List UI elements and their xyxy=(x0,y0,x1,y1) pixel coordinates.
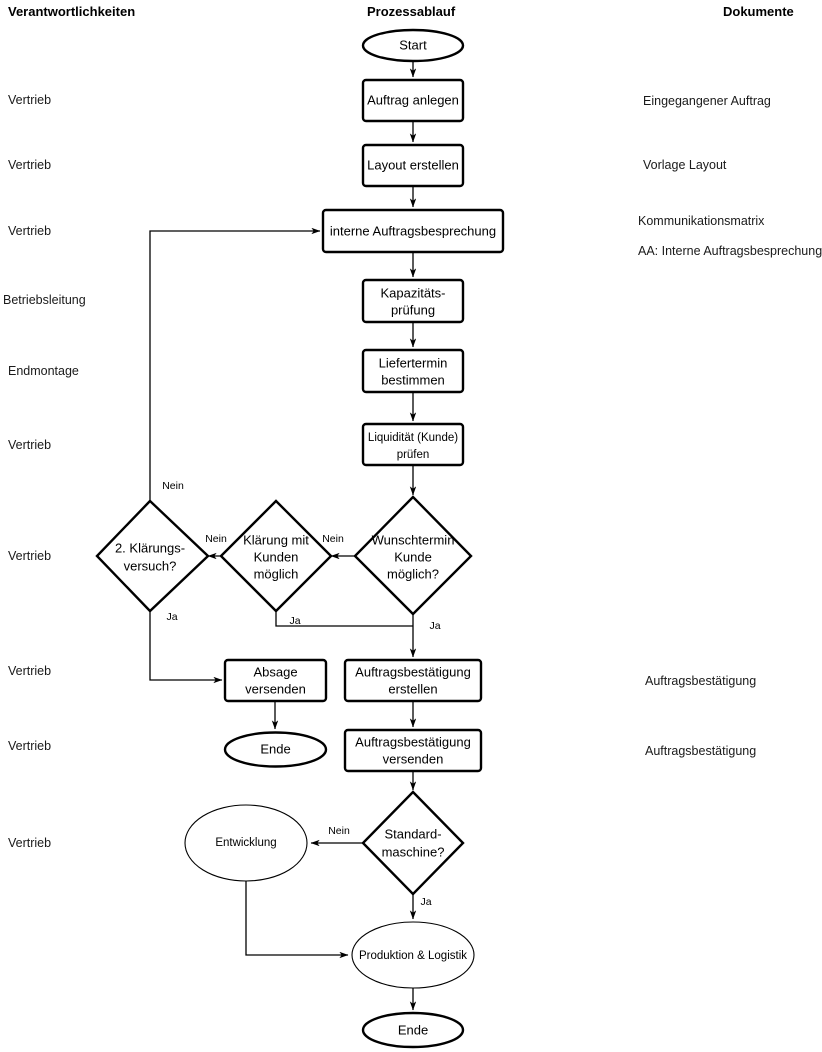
edge-label-ja-klaerung: Ja xyxy=(289,615,300,627)
responsibility-label-1: Vertrieb xyxy=(8,93,52,107)
responsibility-label-9: Vertrieb xyxy=(8,739,52,753)
responsibility-label-5: Endmontage xyxy=(8,364,79,378)
node-ab-erstellen-label-line2: erstellen xyxy=(388,681,437,696)
node-wunschtermin-label-line3: möglich? xyxy=(387,566,439,581)
edge-zweiterversuch-ja-to-absage xyxy=(149,611,223,684)
node-wunschtermin-label-line2: Kunde xyxy=(394,549,432,564)
node-auftragsbestaetigung-versenden[interactable]: Auftragsbestätigung versenden xyxy=(343,728,483,773)
column-header-process: Prozessablauf xyxy=(367,4,456,19)
node-layout-erstellen[interactable]: Layout erstellen xyxy=(361,143,465,188)
edge-zweiterversuch-nein-to-besprechung xyxy=(149,227,321,501)
node-wunschtermin-kunde-moeglich[interactable]: Wunschtermin Kunde möglich? xyxy=(353,495,473,616)
node-wunschtermin-label-line1: Wunschtermin xyxy=(372,532,455,547)
node-klaerung-mit-kunden-moeglich[interactable]: Klärung mit Kunden möglich xyxy=(219,499,333,613)
edge-label-nein-standardmaschine: Nein xyxy=(328,825,350,837)
node-standardmaschine[interactable]: Standard- maschine? xyxy=(361,790,465,896)
node-entwicklung[interactable]: Entwicklung xyxy=(184,804,308,882)
node-interne-auftragsbesprechung-label: interne Auftragsbesprechung xyxy=(330,223,496,238)
node-liquiditaet-pruefen-label-line1: Liquidität (Kunde) xyxy=(368,432,458,444)
node-interne-auftragsbesprechung[interactable]: interne Auftragsbesprechung xyxy=(321,208,505,254)
node-ab-erstellen-label-line1: Auftragsbestätigung xyxy=(355,664,471,679)
node-klaerung-label-line3: möglich xyxy=(254,566,299,581)
edge-label-ja-zweiterversuch: Ja xyxy=(166,611,177,623)
node-ab-versenden-label-line1: Auftragsbestätigung xyxy=(355,734,471,749)
node-standardmaschine-label-line2: maschine? xyxy=(382,844,445,859)
node-kapazitaetspruefung-label-line1: Kapazitäts- xyxy=(380,285,445,300)
node-auftrag-anlegen[interactable]: Auftrag anlegen xyxy=(361,78,465,123)
edge-label-nein-wunschtermin: Nein xyxy=(322,533,344,545)
node-ende-final[interactable]: Ende xyxy=(361,1011,465,1049)
edge-label-nein-klaerung: Nein xyxy=(205,533,227,545)
node-zweiter-klaerungsversuch-label-line2: versuch? xyxy=(124,558,177,573)
edge-label-ja-standardmaschine: Ja xyxy=(420,896,431,908)
node-klaerung-label-line2: Kunden xyxy=(254,549,299,564)
responsibility-label-10: Vertrieb xyxy=(8,836,52,850)
node-entwicklung-label: Entwicklung xyxy=(215,837,276,849)
node-produktion-logistik-label: Produktion & Logistik xyxy=(359,950,467,962)
node-auftrag-anlegen-label: Auftrag anlegen xyxy=(367,92,459,107)
node-absage-versenden[interactable]: Absage versenden xyxy=(223,658,328,703)
node-standardmaschine-label-line1: Standard- xyxy=(384,826,441,841)
node-ende-absage[interactable]: Ende xyxy=(223,731,328,768)
node-produktion-logistik[interactable]: Produktion & Logistik xyxy=(351,921,475,989)
document-label-6: Auftragsbestätigung xyxy=(645,744,757,758)
column-header-documents: Dokumente xyxy=(723,4,794,19)
column-header-responsibilities: Verantwortlichkeiten xyxy=(8,4,136,19)
node-start-label: Start xyxy=(399,37,427,52)
connector-layer xyxy=(149,61,417,1011)
edge-entwicklung-to-produktion xyxy=(245,881,349,959)
node-liquiditaet-pruefen-label-line2: prüfen xyxy=(397,449,430,461)
responsibility-label-2: Vertrieb xyxy=(8,158,52,172)
node-liefertermin-bestimmen-label-line2: bestimmen xyxy=(381,372,445,387)
node-absage-versenden-label-line1: Absage xyxy=(253,664,297,679)
document-label-2: Vorlage Layout xyxy=(643,158,727,172)
node-layout-erstellen-label: Layout erstellen xyxy=(367,157,459,172)
document-label-5: Auftragsbestätigung xyxy=(645,674,757,688)
responsibility-label-3: Vertrieb xyxy=(8,224,52,238)
document-label-1: Eingegangener Auftrag xyxy=(643,94,771,108)
responsibility-label-4: Betriebsleitung xyxy=(3,293,86,307)
node-ende-absage-label: Ende xyxy=(260,741,290,756)
node-liquiditaet-pruefen[interactable]: Liquidität (Kunde) prüfen xyxy=(361,422,465,467)
node-kapazitaetspruefung[interactable]: Kapazitäts- prüfung xyxy=(361,278,465,324)
node-liefertermin-bestimmen-label-line1: Liefertermin xyxy=(379,355,448,370)
edge-klaerung-ja-join xyxy=(275,611,413,627)
edge-label-nein-zweiterversuch: Nein xyxy=(162,480,184,492)
edge-label-ja-wunschtermin: Ja xyxy=(429,620,440,632)
node-ab-versenden-label-line2: versenden xyxy=(383,751,444,766)
responsibility-label-8: Vertrieb xyxy=(8,664,52,678)
node-klaerung-label-line1: Klärung mit xyxy=(243,532,309,547)
node-liefertermin-bestimmen[interactable]: Liefertermin bestimmen xyxy=(361,348,465,394)
node-kapazitaetspruefung-label-line2: prüfung xyxy=(391,302,435,317)
node-ende-final-label: Ende xyxy=(398,1022,428,1037)
document-label-3: Kommunikationsmatrix xyxy=(638,214,765,228)
node-auftragsbestaetigung-erstellen[interactable]: Auftragsbestätigung erstellen xyxy=(343,658,483,703)
node-start[interactable]: Start xyxy=(361,28,465,63)
responsibility-label-7: Vertrieb xyxy=(8,549,52,563)
node-zweiter-klaerungsversuch[interactable]: 2. Klärungs- versuch? xyxy=(95,499,210,613)
node-absage-versenden-label-line2: versenden xyxy=(245,681,306,696)
document-label-4: AA: Interne Auftragsbesprechung xyxy=(638,244,822,258)
node-zweiter-klaerungsversuch-label-line1: 2. Klärungs- xyxy=(115,540,185,555)
responsibility-label-6: Vertrieb xyxy=(8,438,52,452)
